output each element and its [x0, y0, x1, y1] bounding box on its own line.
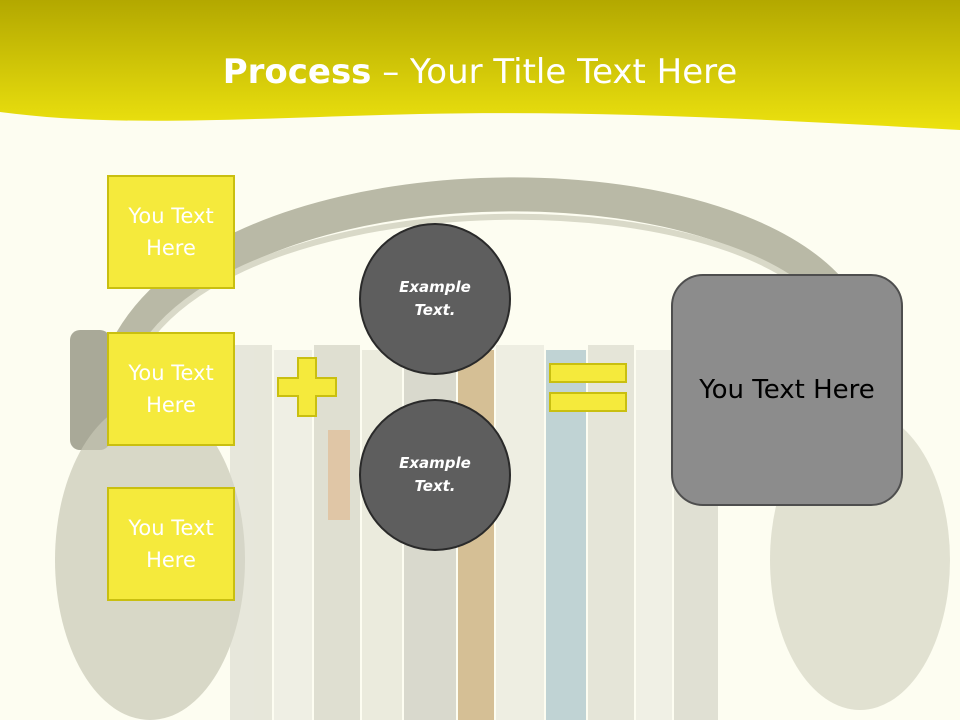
title-bold: Process	[222, 52, 372, 92]
example-circle-2: Example Text.	[359, 399, 511, 551]
plus-icon	[277, 357, 337, 417]
header-band	[0, 0, 960, 130]
slide-title: Process – Your Title Text Here	[0, 52, 960, 92]
left-box-2: You Text Here	[107, 332, 235, 446]
result-box: You Text Here	[671, 274, 903, 506]
example-circle-1: Example Text.	[359, 223, 511, 375]
left-box-3: You Text Here	[107, 487, 235, 601]
title-rest: – Your Title Text Here	[371, 52, 738, 92]
left-box-1: You Text Here	[107, 175, 235, 289]
equals-icon	[549, 363, 627, 412]
